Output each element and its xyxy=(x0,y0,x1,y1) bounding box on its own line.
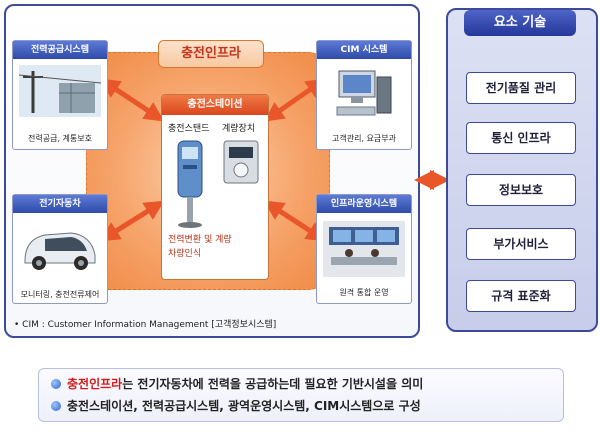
summary-line-2: 충전스테이션, 전력공급시스템, 광역운영시스템, CIM시스템으로 구성 xyxy=(67,399,421,413)
arrow-ev xyxy=(99,200,165,242)
element-tech-title: 요소 기술 xyxy=(464,10,576,36)
meter-image xyxy=(223,140,259,184)
station-function-list: 전력변환 및 계량 차량인식 xyxy=(168,233,232,261)
electric-vehicle-title: 전기자동차 xyxy=(13,195,107,213)
power-supply-caption: 전력공급, 계통보호 xyxy=(28,134,92,143)
electric-vehicle-caption: 모니터링, 충전전류제어 xyxy=(20,290,100,299)
charging-infra-title: 충전인프라 xyxy=(158,40,264,68)
station-function-item: 전력변환 및 계량 xyxy=(168,235,232,245)
element-tech-item: 통신 인프라 xyxy=(466,122,576,154)
arrow-cim xyxy=(263,78,327,122)
charging-station-box: 충전스테이션 충전스탠드 계량장치 전력변환 및 계량 차량인식 xyxy=(161,94,269,280)
bullet-icon xyxy=(51,379,61,389)
electric-vehicle-box: 전기자동차 모니터링, 충전전류제어 xyxy=(12,194,108,304)
infra-ops-system-title: 인프라운영시스템 xyxy=(317,195,411,213)
meter-label: 계량장치 xyxy=(222,124,256,134)
charging-stand-label: 충전스탠드 xyxy=(168,124,210,134)
infra-ops-system-box: 인프라운영시스템 원격 통합 운영 xyxy=(316,194,412,304)
summary-line-1-text: 는 전기자동차에 전력을 공급하는데 필요한 기반시설을 의미 xyxy=(122,377,424,391)
ev-car-image xyxy=(24,232,96,270)
power-line-image xyxy=(19,65,101,117)
element-tech-item: 정보보호 xyxy=(466,174,576,206)
control-room-image xyxy=(323,221,405,277)
charging-stand-image xyxy=(177,140,203,228)
summary-highlight: 충전인프라 xyxy=(67,377,123,391)
cim-caption: 고객관리, 요금부과 xyxy=(332,134,396,143)
cim-system-title: CIM 시스템 xyxy=(317,41,411,59)
summary-box: 충전인프라는 전기자동차에 전력을 공급하는데 필요한 기반시설을 의미 충전스… xyxy=(38,368,564,422)
power-supply-system-box: 전력공급시스템 전력공급, 계통보호 xyxy=(12,40,108,150)
server-computer-image xyxy=(336,70,392,116)
summary-line-1: 충전인프라는 전기자동차에 전력을 공급하는데 필요한 기반시설을 의미 xyxy=(67,375,423,392)
cim-system-box: CIM 시스템 고객관리, 요금부과 xyxy=(316,40,412,150)
element-tech-item: 전기품질 관리 xyxy=(466,72,576,104)
power-supply-system-title: 전력공급시스템 xyxy=(13,41,107,59)
element-tech-panel xyxy=(446,8,598,332)
element-tech-item: 부가서비스 xyxy=(466,228,576,260)
arrow-power-supply xyxy=(99,78,165,122)
element-tech-item: 규격 표준화 xyxy=(466,280,576,312)
cim-footnote: • CIM : Customer Information Management … xyxy=(14,320,277,330)
charging-station-title: 충전스테이션 xyxy=(162,95,268,115)
infra-ops-caption: 원격 통합 운영 xyxy=(339,288,389,297)
arrow-infra-ops xyxy=(263,200,327,242)
station-function-item: 차량인식 xyxy=(168,249,202,259)
bullet-icon xyxy=(51,401,61,411)
